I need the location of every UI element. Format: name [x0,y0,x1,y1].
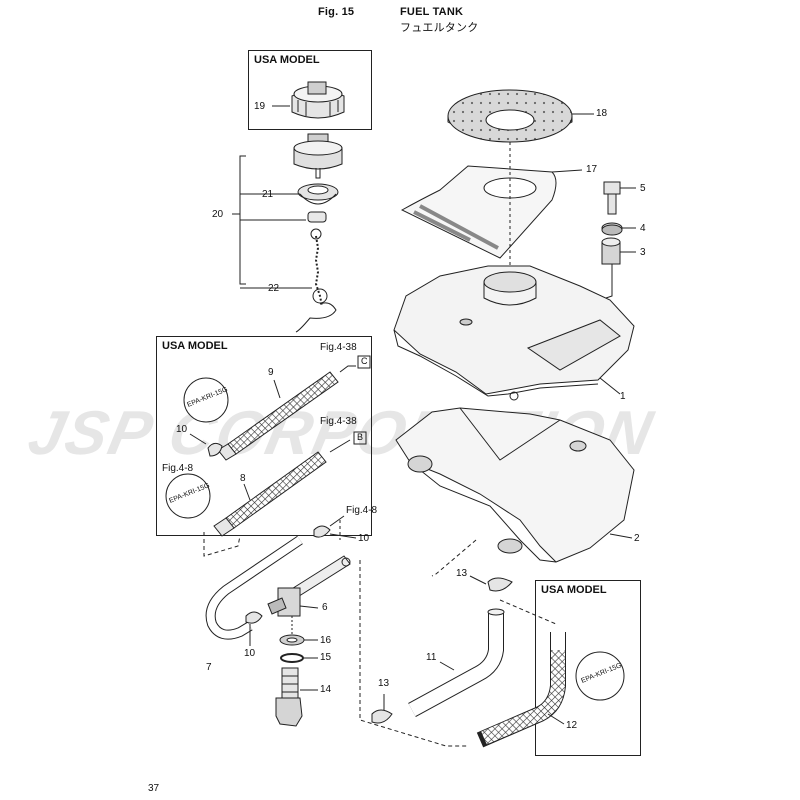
fuel-cap-20 [293,133,343,179]
usa-model-box-hose12 [535,580,641,756]
usa-model-box-hoses-title: USA MODEL [162,340,228,352]
callout-18: 18 [596,108,608,119]
callout-13-lower: 13 [378,678,390,689]
ref-box-c [357,355,371,369]
fuel-hose-9 [217,371,339,461]
fuel-hose-11 [408,608,505,718]
callout-12: 12 [566,720,578,731]
callout-10-box: 10 [176,424,188,435]
callout-5: 5 [640,183,646,194]
epa-tag-2 [165,473,211,519]
figure-title: FUEL TANK [400,6,464,18]
callout-3: 3 [640,247,646,258]
callout-8: 8 [240,473,246,484]
ref-fig-4-38-b: Fig.4-38 [320,416,357,427]
callout-22: 22 [268,283,280,294]
gasket-16 [279,634,305,646]
ref-fig-4-8-left: Fig.4-8 [162,463,194,474]
callout-20: 20 [212,209,224,220]
ref-fig-4-8-right: Fig.4-8 [346,505,378,516]
ref-fig-4-38-c: Fig.4-38 [320,342,357,353]
usa-model-box-cap [248,50,372,130]
tank-pad-17 [400,165,557,259]
hose-clip-13b [371,709,393,724]
callout-14: 14 [320,684,332,695]
figure-title-japanese: フュエルタンク [400,22,479,34]
callout-16: 16 [320,635,332,646]
callout-15: 15 [320,652,332,663]
tank-base-2 [395,407,635,563]
callout-10-lower: 10 [244,648,256,659]
epa-tag-3 [575,651,625,701]
callout-7: 7 [206,662,212,673]
callout-13-upper: 13 [456,568,468,579]
hose-clip-10c [245,611,263,624]
fuel-cock-6 [267,555,351,617]
callout-19: 19 [254,101,266,112]
callout-6: 6 [322,602,328,613]
cap-gasket-21 [297,183,339,205]
usa-model-box-hose12-title: USA MODEL [541,584,607,596]
o-ring-15 [280,653,304,663]
callout-9: 9 [268,367,274,378]
sponge-disc-18 [447,89,573,143]
collar-3 [601,237,621,265]
hose-clip-10a [207,442,223,457]
fuel-hose-12 [476,630,566,748]
hose-clip-10b [313,525,331,538]
ref-box-b [353,431,367,445]
filter-14 [275,667,303,727]
fuel-cap-19 [291,81,345,119]
usa-model-box-cap-title: USA MODEL [254,54,320,66]
callout-1: 1 [620,391,626,402]
washer-4 [601,222,623,236]
ref-letter-c: C [361,356,368,366]
epa-tag-1 [183,377,229,423]
fuel-tank-1 [393,265,635,401]
callout-21: 21 [262,189,274,200]
fuel-hose-8 [213,451,327,537]
cap-chain-22 [295,228,337,333]
page-number: 37 [148,783,160,794]
bolt-5 [603,181,621,215]
callout-10-right: 10 [358,533,370,544]
hose-clip-13a [487,577,513,592]
cap-clip [307,211,327,223]
ref-letter-b: B [357,432,364,442]
fuel-hose-7 [205,535,303,640]
callout-4: 4 [640,223,646,234]
callout-11: 11 [426,652,437,663]
callout-2: 2 [634,533,640,544]
callout-17: 17 [586,164,598,175]
usa-model-box-hoses [156,336,372,536]
figure-number: Fig. 15 [318,6,355,18]
